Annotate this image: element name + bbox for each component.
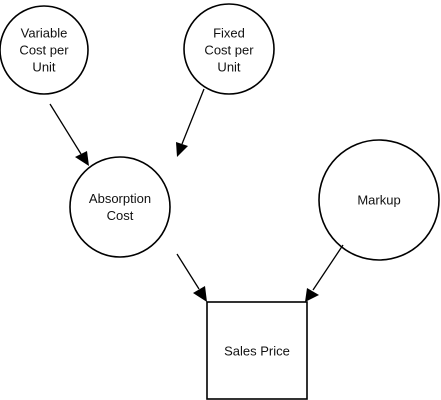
variable-cost-node	[0, 5, 89, 95]
absorption-cost-label: Absorption Cost	[89, 190, 151, 224]
variable-cost-label-line2: Cost per	[19, 42, 69, 58]
edge-variable-to-absorption	[49, 103, 82, 155]
sales-price-label: Sales Price	[224, 343, 290, 360]
fixed-cost-label: Fixed Cost per Unit	[204, 25, 253, 76]
arrowhead-fixed-to-absorption	[176, 142, 188, 157]
markup-label: Markup	[357, 192, 400, 209]
sales-price-label-line1: Sales Price	[224, 343, 290, 359]
variable-cost-label-line3: Unit	[32, 59, 56, 75]
variable-cost-label-line1: Variable	[20, 25, 68, 41]
fixed-cost-label-line2: Cost per	[204, 42, 254, 58]
fixed-cost-node	[183, 3, 275, 95]
fixed-cost-label-line3: Unit	[217, 59, 241, 75]
edge-absorption-to-sales	[176, 253, 200, 290]
edge-fixed-to-absorption	[181, 88, 205, 145]
arrowhead-variable-to-absorption	[75, 151, 89, 166]
arrowhead-markup-to-sales	[305, 288, 319, 302]
variable-cost-label: Variable Cost per Unit	[19, 25, 68, 76]
markup-node	[318, 139, 440, 261]
absorption-cost-label-line2: Cost	[106, 208, 134, 223]
fixed-cost-label-line1: Fixed	[213, 25, 245, 41]
sales-price-node	[206, 301, 308, 400]
edge-markup-to-sales	[312, 244, 344, 291]
arrowhead-absorption-to-sales	[193, 286, 207, 302]
absorption-cost-label-line1: Absorption	[88, 191, 152, 206]
markup-label-line1: Markup	[357, 192, 401, 208]
absorption-cost-node	[69, 156, 171, 258]
